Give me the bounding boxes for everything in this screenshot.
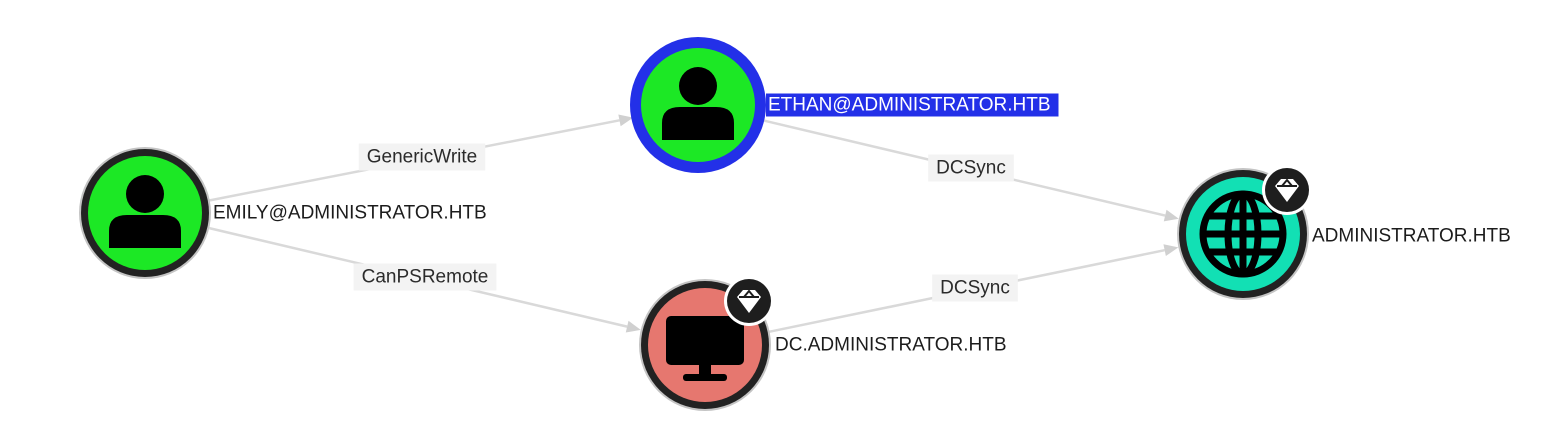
arrow-head-icon bbox=[618, 114, 634, 127]
node-label[interactable]: ADMINISTRATOR.HTB bbox=[1312, 226, 1511, 247]
globe-icon bbox=[1199, 190, 1287, 278]
edge-dc-domain[interactable]: DCSync bbox=[769, 244, 1179, 333]
edge-label[interactable]: GenericWrite bbox=[367, 147, 478, 168]
node-dc[interactable]: DC.ADMINISTRATOR.HTB bbox=[639, 276, 1007, 411]
edge-label[interactable]: DCSync bbox=[936, 158, 1006, 179]
edge-emily-dc[interactable]: CanPSRemote bbox=[208, 226, 641, 333]
tier-zero-badge bbox=[724, 276, 774, 326]
nodes-layer: EMILY@ADMINISTRATOR.HTB ETHAN@ADMINISTRAT… bbox=[79, 37, 1511, 411]
edge-label-background bbox=[928, 154, 1014, 182]
arrow-head-icon bbox=[1163, 209, 1179, 222]
tier-zero-badge bbox=[1262, 165, 1312, 215]
node-emily[interactable]: EMILY@ADMINISTRATOR.HTB bbox=[79, 147, 487, 279]
node-label[interactable]: DC.ADMINISTRATOR.HTB bbox=[775, 335, 1007, 356]
monitor-icon bbox=[666, 316, 744, 381]
node-ethan[interactable]: ETHAN@ADMINISTRATOR.HTB bbox=[630, 37, 1059, 173]
node-label[interactable]: EMILY@ADMINISTRATOR.HTB bbox=[213, 203, 487, 224]
arrow-head-icon bbox=[1163, 244, 1179, 257]
user-icon bbox=[662, 67, 734, 140]
user-icon bbox=[109, 175, 181, 248]
selected-label-background bbox=[766, 93, 1059, 117]
edge-emily-ethan[interactable]: GenericWrite bbox=[209, 114, 634, 202]
edge-label[interactable]: DCSync bbox=[940, 278, 1010, 299]
node-domain[interactable]: ADMINISTRATOR.HTB bbox=[1177, 165, 1511, 300]
diamond-icon bbox=[1275, 178, 1299, 202]
edge-label[interactable]: CanPSRemote bbox=[362, 267, 489, 288]
edge-label-background bbox=[932, 274, 1018, 302]
edge-label-background bbox=[358, 143, 486, 171]
diamond-icon bbox=[737, 289, 761, 313]
edge-ethan-domain[interactable]: DCSync bbox=[761, 118, 1179, 222]
edge-label-background bbox=[353, 263, 497, 291]
node-label[interactable]: ETHAN@ADMINISTRATOR.HTB bbox=[768, 95, 1051, 116]
arrow-head-icon bbox=[625, 320, 641, 333]
